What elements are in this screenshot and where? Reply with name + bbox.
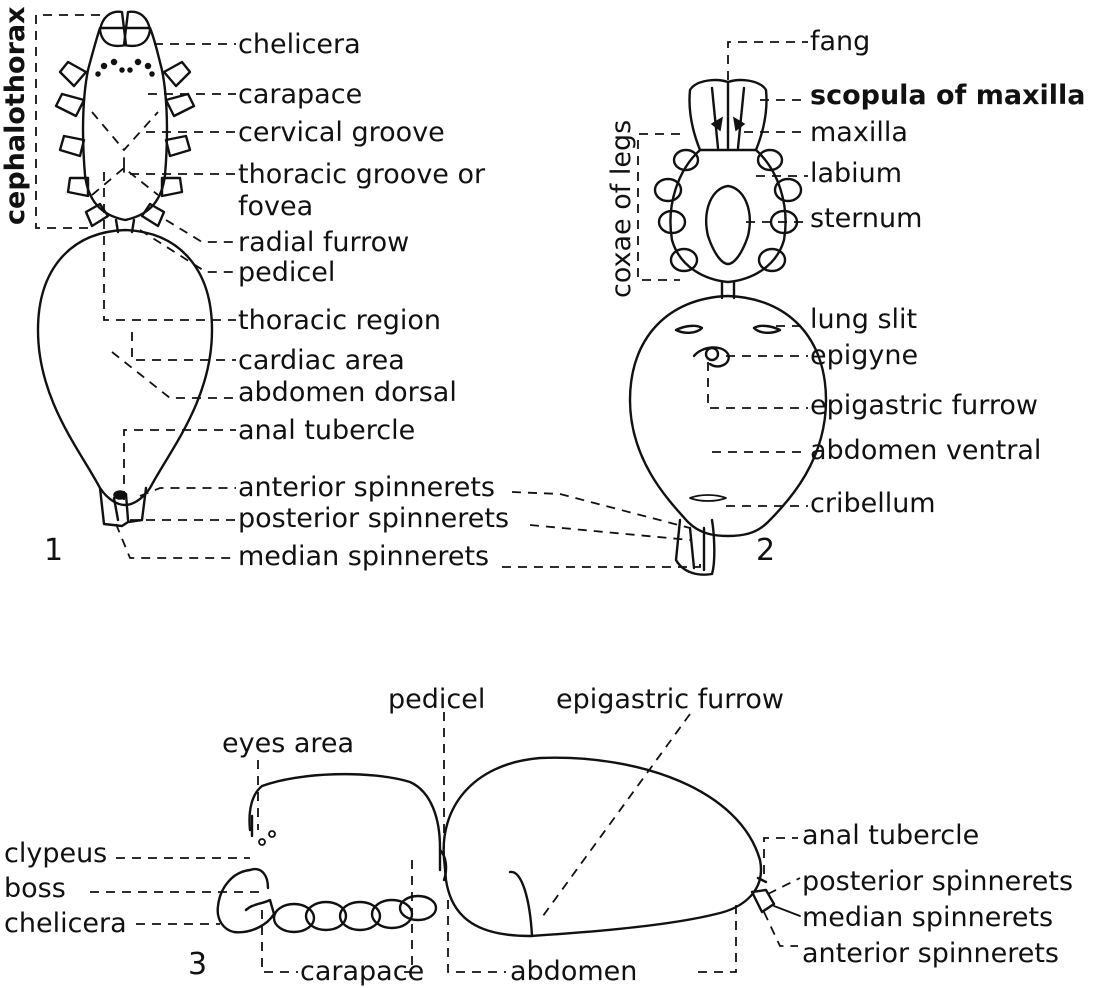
- fig3-eye-2: [269, 831, 275, 837]
- fig2-abdomen-outline: [630, 296, 826, 536]
- fig2-label-fang: fang: [810, 26, 870, 57]
- fig2-lung-slit-left: [676, 326, 702, 333]
- fig3-label-epigastric-furrow: epigastric furrow: [556, 684, 784, 715]
- fig1-label-abdomen-dorsal: abdomen dorsal: [238, 377, 457, 408]
- fig2-label-epigyne: epigyne: [810, 340, 918, 371]
- fig2-cribellum: [690, 495, 726, 501]
- fig3-label-median-spinnerets: median spinnerets: [802, 902, 1053, 933]
- fig2-label-lung-slit: lung slit: [810, 304, 917, 335]
- fig3-label-pedicel: pedicel: [388, 684, 485, 715]
- fig3-number: 3: [188, 947, 207, 982]
- fig1-label-pedicel: pedicel: [238, 257, 335, 288]
- fig1-label-thoracic-region: thoracic region: [238, 305, 441, 336]
- fig3-chelicera: [218, 870, 274, 932]
- fig3-label-anterior-spinnerets: anterior spinnerets: [802, 938, 1059, 969]
- figure-1-dorsal-view: cephalothorax chelicera carapace cervica…: [0, 6, 509, 572]
- fig1-label-cervical-groove: cervical groove: [238, 117, 445, 148]
- figure-2-ventral-view: coxae of legs fang scopula of maxilla ma…: [606, 26, 1086, 575]
- fig1-cervical-groove-line: [92, 112, 158, 150]
- fig3-label-clypeus: clypeus: [4, 838, 107, 869]
- fig3-boss: [250, 869, 268, 888]
- fig3-abdomen-outline: [444, 758, 761, 936]
- fig1-label-thoracic-groove: thoracic groove or: [238, 159, 486, 190]
- fig3-label-chelicera: chelicera: [4, 908, 127, 939]
- fig1-label-median-spinnerets: median spinnerets: [238, 541, 489, 572]
- fig2-label-cribellum: cribellum: [810, 488, 936, 519]
- fig2-epigyne-ring: [706, 348, 718, 360]
- fig2-spinneret-lines: [690, 528, 704, 570]
- figure-3-lateral-view: pedicel epigastric furrow eyes area clyp…: [4, 684, 1073, 987]
- fig3-label-anal-tubercle: anal tubercle: [802, 820, 979, 851]
- fig1-label-fovea: fovea: [238, 191, 313, 222]
- fig2-label-sternum: sternum: [810, 203, 922, 234]
- fig2-label-labium: labium: [810, 158, 902, 189]
- fig1-cephalothorax-label: cephalothorax: [0, 6, 31, 225]
- fig1-abdomen-outline: [38, 230, 212, 505]
- fig1-label-carapace: carapace: [238, 79, 362, 110]
- fig2-sternum: [706, 186, 750, 264]
- fig3-epigastric-fold: [510, 872, 532, 936]
- fig3-eye-1: [259, 839, 265, 845]
- fig1-leg-coxae: [56, 62, 194, 226]
- fig2-label-maxilla: maxilla: [810, 117, 908, 148]
- fig3-label-carapace: carapace: [300, 956, 424, 987]
- fig3-label-posterior-spinnerets: posterior spinnerets: [802, 866, 1073, 897]
- fig2-label-epigastric-furrow: epigastric furrow: [810, 390, 1038, 421]
- fig2-number: 2: [756, 533, 775, 568]
- fig2-epigyne: [694, 347, 729, 366]
- fig1-number: 1: [44, 533, 63, 568]
- fig1-label-chelicera: chelicera: [238, 29, 361, 60]
- fig1-label-cardiac-area: cardiac area: [238, 345, 405, 376]
- fig2-maxilla-lines: [712, 82, 744, 148]
- fig2-label-scopula: scopula of maxilla: [810, 80, 1086, 111]
- fig1-eyes: [96, 60, 154, 77]
- fig3-label-abdomen: abdomen: [510, 956, 637, 987]
- fig1-label-anterior-spinnerets: anterior spinnerets: [238, 472, 495, 503]
- fig3-label-boss: boss: [4, 873, 66, 904]
- fig1-label-posterior-spinnerets: posterior spinnerets: [238, 503, 509, 534]
- fig2-coxae-label: coxae of legs: [606, 120, 637, 298]
- fig2-label-abdomen-ventral: abdomen ventral: [810, 435, 1041, 466]
- fig3-label-eyes-area: eyes area: [222, 728, 354, 759]
- fig1-label-radial-furrow: radial furrow: [238, 227, 409, 258]
- fig1-label-anal-tubercle: anal tubercle: [238, 415, 415, 446]
- fig3-carapace-outline: [250, 774, 441, 870]
- fig1-radial-groove-line: [92, 168, 158, 195]
